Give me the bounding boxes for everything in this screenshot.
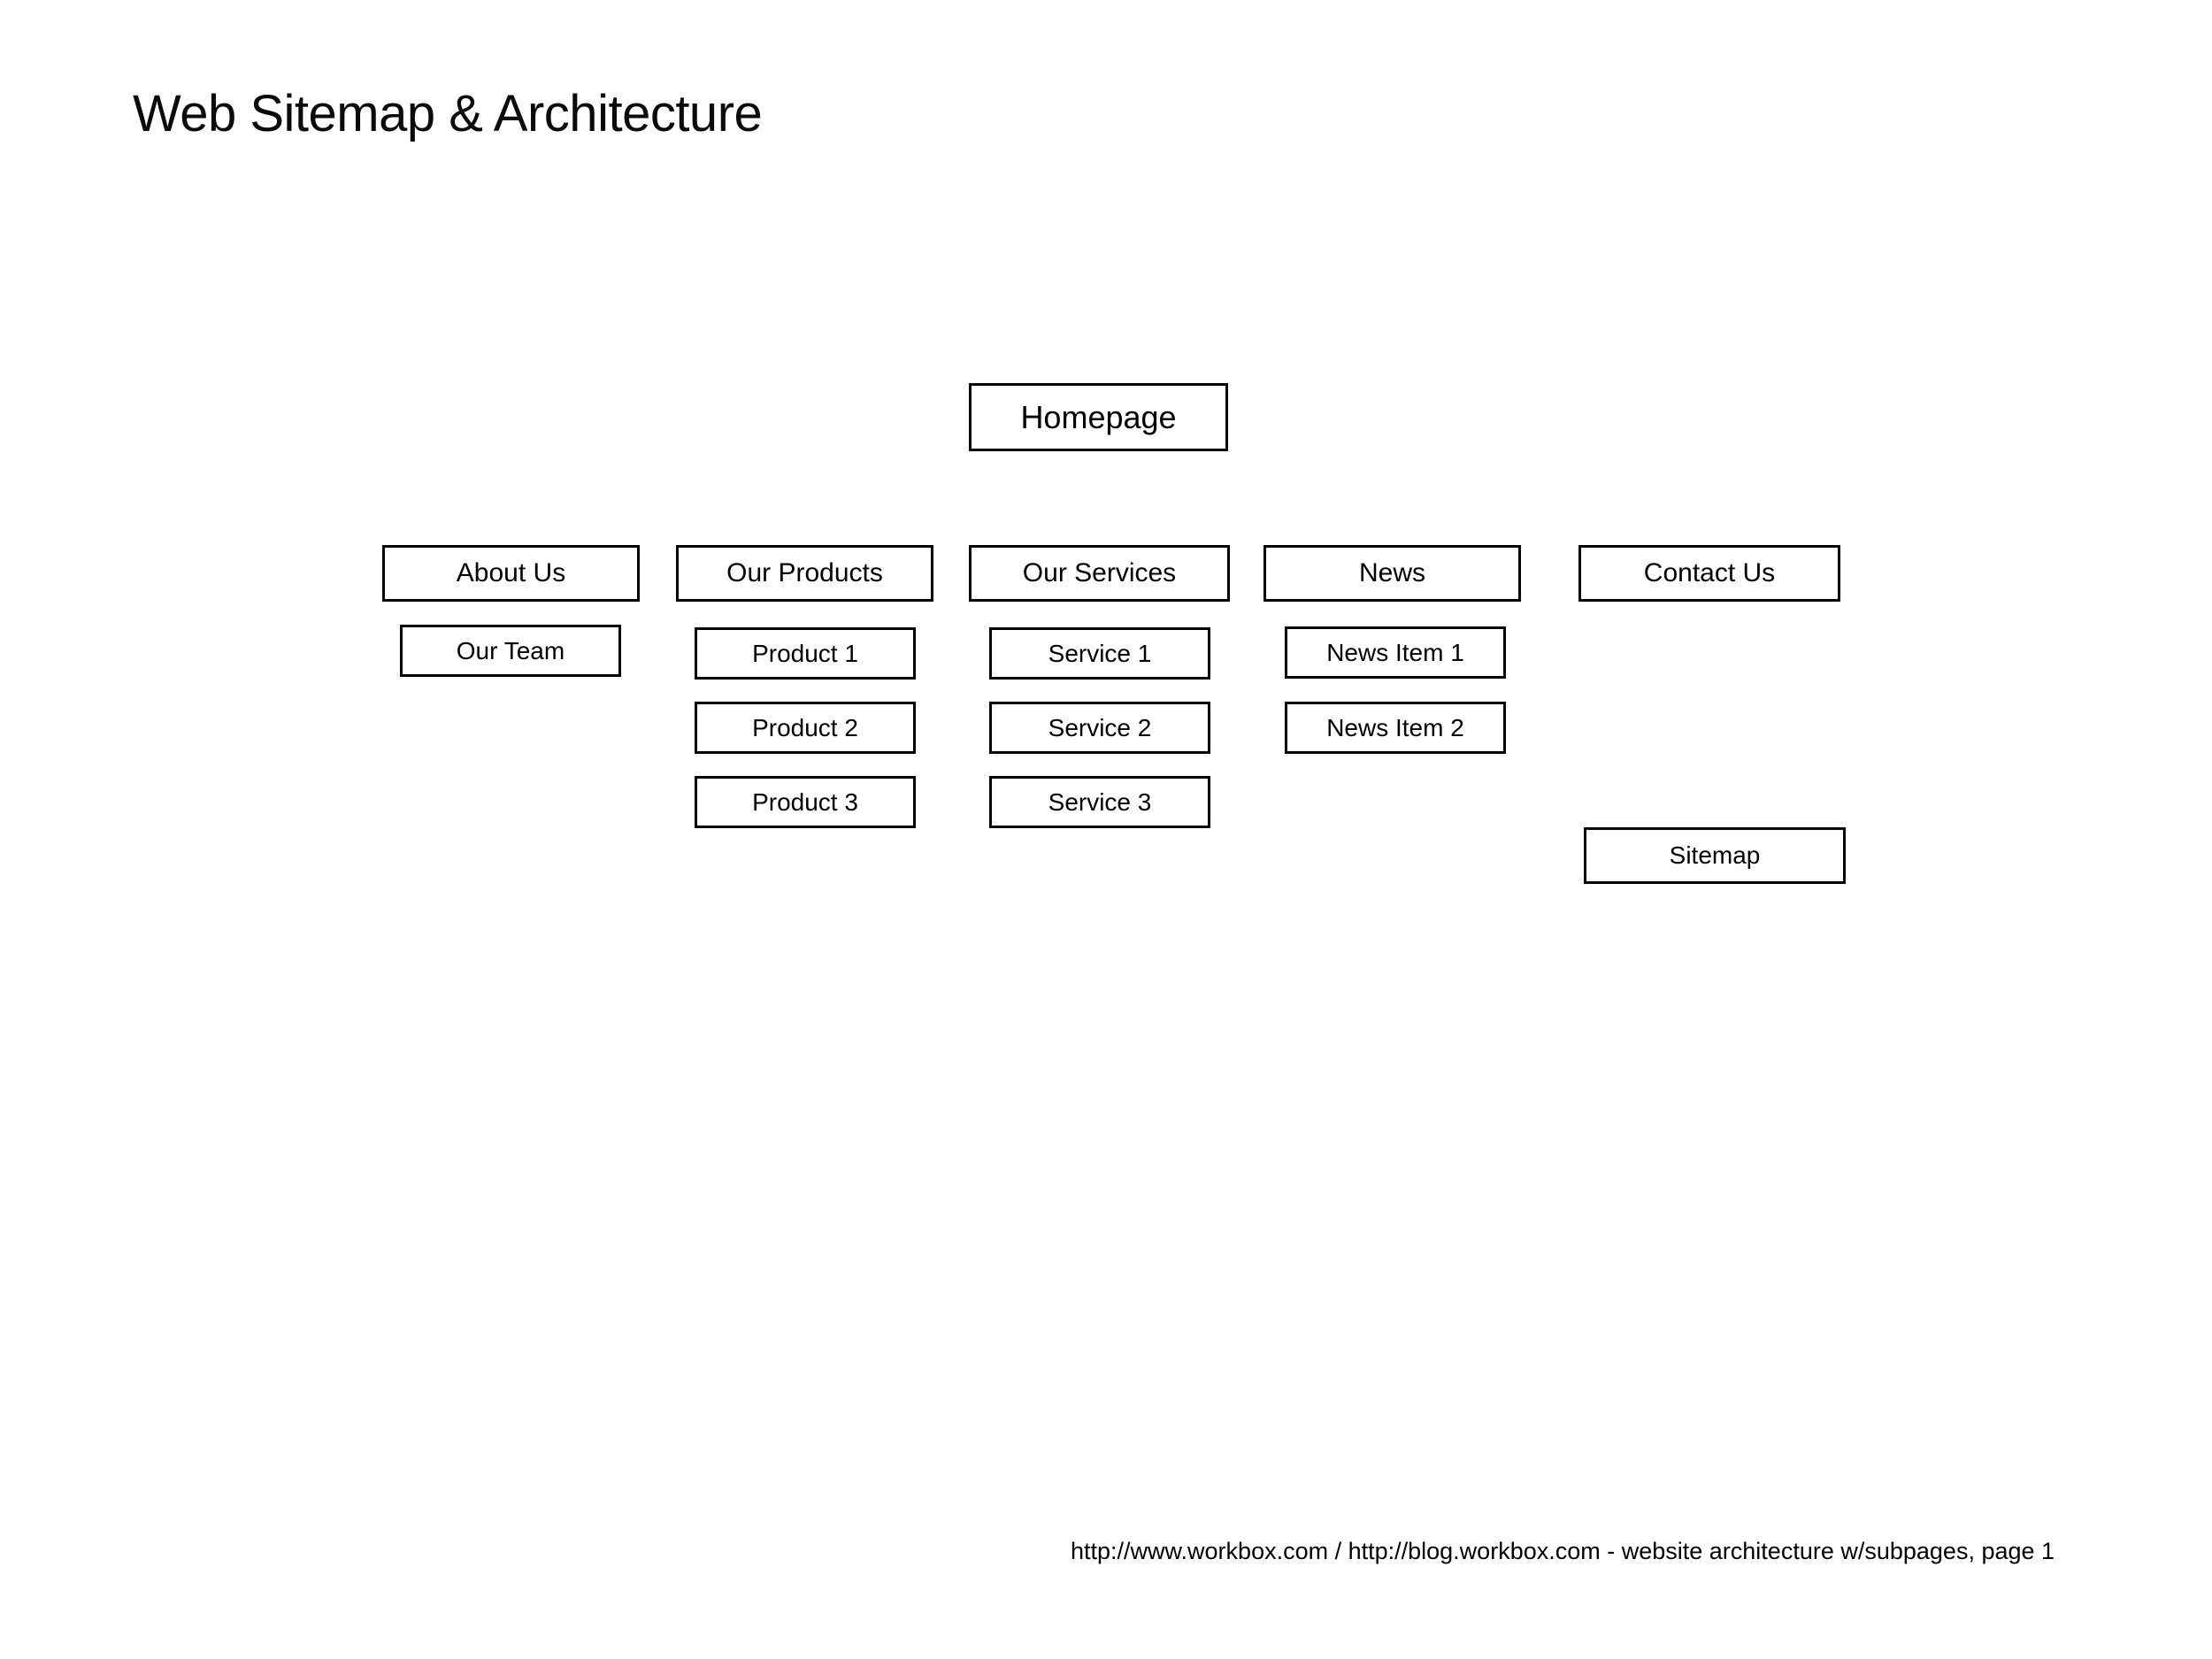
node-product-3[interactable]: Product 3 [695, 776, 916, 828]
node-label: News [1358, 558, 1425, 588]
node-contact-us[interactable]: Contact Us [1578, 545, 1840, 602]
footer-source-note: http://www.workbox.com / http://blog.wor… [1071, 1538, 2055, 1564]
node-label: Sitemap [1669, 841, 1761, 870]
node-service-3[interactable]: Service 3 [989, 776, 1210, 828]
node-label: News Item 1 [1326, 638, 1464, 666]
node-our-products[interactable]: Our Products [676, 545, 933, 602]
node-label: Our Services [1022, 558, 1177, 588]
node-about-us[interactable]: About Us [382, 545, 640, 602]
node-news-item-2[interactable]: News Item 2 [1285, 702, 1506, 754]
node-label: Service 3 [1048, 787, 1152, 816]
node-label: Service 2 [1048, 713, 1152, 741]
node-label: News Item 2 [1326, 713, 1464, 741]
node-product-2[interactable]: Product 2 [695, 702, 916, 754]
node-news-item-1[interactable]: News Item 1 [1285, 626, 1506, 679]
node-label: Our Team [456, 636, 565, 664]
node-news[interactable]: News [1263, 545, 1521, 602]
node-service-1[interactable]: Service 1 [989, 627, 1210, 680]
node-label: Product 2 [752, 713, 858, 741]
node-our-services[interactable]: Our Services [969, 545, 1230, 602]
node-sitemap[interactable]: Sitemap [1584, 827, 1846, 884]
node-label: Our Products [726, 558, 883, 588]
node-label: About Us [456, 558, 566, 588]
node-product-1[interactable]: Product 1 [695, 627, 916, 680]
node-service-2[interactable]: Service 2 [989, 702, 1210, 754]
page-title: Web Sitemap & Architecture [133, 85, 763, 142]
node-label: Product 1 [752, 639, 858, 667]
node-label: Service 1 [1048, 639, 1152, 667]
node-homepage[interactable]: Homepage [969, 383, 1228, 451]
node-label: Contact Us [1643, 558, 1776, 588]
node-label: Homepage [1020, 398, 1177, 435]
node-our-team[interactable]: Our Team [400, 625, 621, 677]
node-label: Product 3 [752, 787, 858, 816]
